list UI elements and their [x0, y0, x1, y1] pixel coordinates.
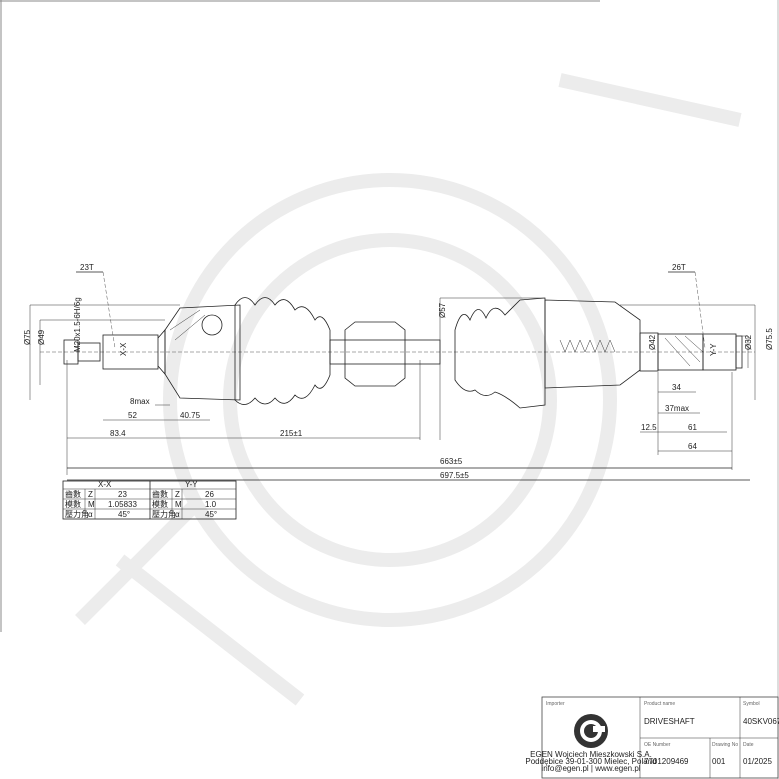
dim-d32: Ø32 — [744, 334, 753, 350]
drawing-no-label: Drawing No — [712, 742, 738, 748]
dim-83-4: 83.4 — [110, 429, 126, 438]
dim-663: 663±5 — [440, 457, 463, 466]
row-sym: α — [88, 510, 93, 519]
row-label: 模數 — [152, 499, 168, 509]
dim-34: 34 — [672, 383, 681, 392]
dim-37max: 37max — [665, 404, 689, 413]
dim-697-5: 697.5±5 — [440, 471, 469, 480]
row-label: 模數 — [65, 499, 81, 509]
row-value-y: 45° — [205, 510, 217, 519]
left-stub-shaft — [63, 328, 166, 376]
table-header-yy: Y-Y — [185, 480, 198, 489]
callout-26t: 26T — [672, 263, 686, 272]
dim-d75: Ø75 — [23, 329, 32, 345]
section-y: Y-Y — [709, 343, 718, 356]
row-sym: M — [88, 500, 95, 509]
symbol: 40SKV067 — [743, 717, 779, 726]
row-sym: Z — [175, 490, 180, 499]
row-sym: Z — [88, 490, 93, 499]
oe-number: 7701209469 — [644, 757, 689, 766]
row-label: 壓力角 — [65, 509, 89, 519]
egen-logo — [574, 714, 608, 748]
dim-40-75: 40.75 — [180, 411, 201, 420]
dim-d49: Ø49 — [37, 329, 46, 345]
row-label: 壓力角 — [152, 509, 176, 519]
dim-215: 215±1 — [280, 429, 303, 438]
company-line3: info@egen.pl | www.egen.pl — [541, 764, 640, 773]
right-stub-shaft — [639, 332, 743, 372]
row-label: 齒數 — [152, 489, 168, 499]
dim-61: 61 — [688, 423, 697, 432]
title-block: Importer EGEN Wojciech Mieszkowski S.A. … — [525, 696, 779, 779]
row-sym: M — [175, 500, 182, 509]
company-line1: EGEN Wojciech Mieszkowski S.A. — [530, 750, 652, 759]
company-line2: Poddębice 39-01-300 Mielec, Poland — [525, 757, 656, 766]
outer-cv-joint — [164, 304, 241, 401]
date: 01/2025 — [743, 757, 772, 766]
dim-d42: Ø42 — [648, 334, 657, 350]
callout-23t: 23T — [80, 263, 94, 272]
table-header-xx: X-X — [98, 480, 112, 489]
dim-52: 52 — [128, 411, 137, 420]
row-sym: α — [175, 510, 180, 519]
dim-8max: 8max — [130, 397, 150, 406]
row-value-x: 1.05833 — [108, 500, 137, 509]
symbol-label: Symbol — [743, 701, 760, 707]
drawing-no: 001 — [712, 757, 726, 766]
row-label: 齒數 — [65, 489, 81, 499]
spline-table: X-X Y-Y 齒數 Z 23 齒數 Z 26 模數 M 1.05833 模數 … — [62, 480, 237, 520]
damper — [344, 321, 406, 387]
outer-boot — [234, 297, 331, 405]
watermark-logo — [75, 73, 742, 706]
date-label: Date — [743, 742, 754, 748]
product-name-label: Product name — [644, 701, 675, 707]
row-value-y: 1.0 — [205, 500, 217, 509]
importer-label: Importer — [546, 701, 565, 707]
dim-d75-5: Ø75.5 — [765, 328, 774, 350]
row-value-y: 26 — [205, 490, 214, 499]
section-x: X-X — [119, 342, 128, 356]
dim-12-5: 12.5 — [641, 423, 657, 432]
dim-64: 64 — [688, 442, 697, 451]
oe-label: OE Number — [644, 742, 671, 748]
row-value-x: 23 — [118, 490, 127, 499]
dim-thread: M20x1.5-6H/6g — [73, 297, 82, 352]
product-name: DRIVESHAFT — [644, 717, 695, 726]
dim-d57: Ø57 — [438, 302, 447, 318]
row-value-x: 45° — [118, 510, 130, 519]
